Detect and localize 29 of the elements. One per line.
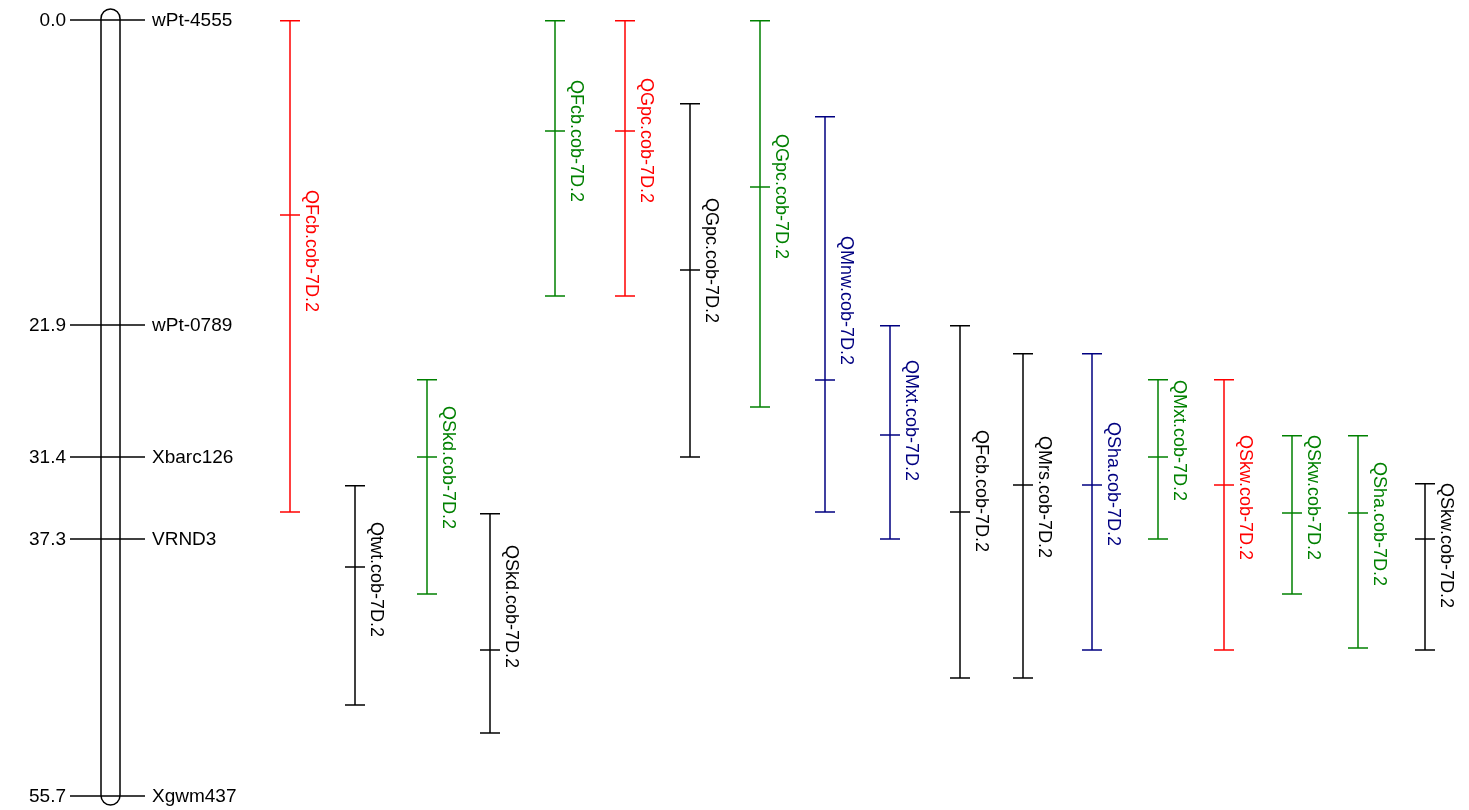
position-label: 0.0	[39, 10, 66, 30]
qtl-label: QFcb.cob-7D.2	[973, 430, 991, 553]
qtl-label: QSkw.cob-7D.2	[1305, 435, 1323, 561]
qtl-label: QMnw.cob-7D.2	[838, 236, 856, 366]
position-label: 37.3	[29, 529, 66, 549]
position-label: 55.7	[29, 786, 66, 806]
position-label: 21.9	[29, 315, 66, 335]
marker-label: Xbarc126	[152, 447, 234, 467]
marker-label: wPt-0789	[152, 315, 233, 335]
marker-label: VRND3	[152, 529, 217, 549]
marker-label: wPt-4555	[152, 10, 233, 30]
qtl-label: Qtwt.cob-7D.2	[368, 522, 386, 638]
qtl-label: QSkd.cob-7D.2	[503, 545, 521, 669]
qtl-label: QMrs.cob-7D.2	[1036, 436, 1054, 559]
chromosome-bar	[100, 8, 121, 806]
qtl-label: QMxt.cob-7D.2	[903, 360, 921, 482]
qtl-label: QSkw.cob-7D.2	[1438, 483, 1456, 609]
qtl-label: QGpc.cob-7D.2	[703, 198, 721, 324]
qtl-label: QSkd.cob-7D.2	[440, 406, 458, 530]
position-label: 31.4	[29, 447, 66, 467]
qtl-label: QFcb.cob-7D.2	[568, 80, 586, 203]
marker-label: Xgwm437	[152, 786, 237, 806]
qtl-label: QSha.cob-7D.2	[1371, 462, 1389, 587]
qtl-label: QSha.cob-7D.2	[1105, 422, 1123, 547]
qtl-label: QSkw.cob-7D.2	[1237, 435, 1255, 561]
qtl-label: QFcb.cob-7D.2	[303, 190, 321, 313]
qtl-label: QGpc.cob-7D.2	[638, 78, 656, 204]
qtl-label: QGpc.cob-7D.2	[773, 134, 791, 260]
qtl-label: QMxt.cob-7D.2	[1171, 380, 1189, 502]
